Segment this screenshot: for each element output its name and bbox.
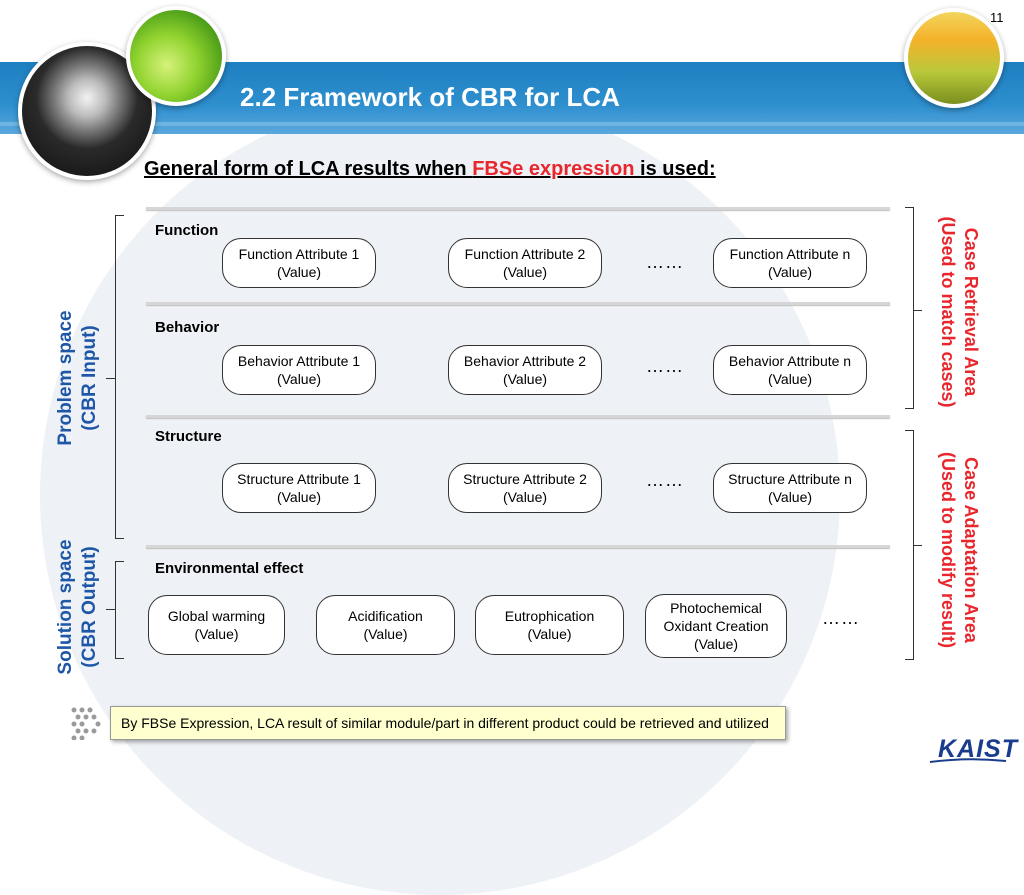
grass-image (904, 8, 1004, 108)
attribute-value: (Value) (276, 264, 322, 280)
retrieval-area-bracket (905, 207, 914, 409)
structure-ellipsis: …… (646, 470, 684, 490)
effect-value: (Value) (194, 626, 239, 642)
case-adaptation-area-label: Case Adaptation Area (Used to modify res… (934, 410, 982, 690)
effect-value: (Value) (693, 636, 739, 652)
environmental-ellipsis: …… (822, 608, 860, 628)
problem-space-line1: Problem space (55, 310, 76, 446)
effect-name-line1: Photochemical (670, 600, 762, 616)
acidification-result: Acidification (Value) (316, 595, 455, 655)
environmental-label: Environmental effect (155, 560, 304, 577)
subtitle-prefix: General form of LCA results when (144, 158, 473, 180)
retrieval-area-bracket-tick (913, 310, 922, 311)
attribute-name: Behavior Attribute 1 (237, 353, 361, 369)
background-circle (40, 95, 840, 895)
effect-value: (Value) (363, 626, 408, 642)
divider-top (146, 207, 890, 210)
subtitle-suffix: is used: (634, 158, 716, 180)
global-warming-result: Global warming (Value) (148, 595, 285, 655)
problem-space-bracket (115, 215, 124, 539)
solution-space-bracket-tick (106, 609, 115, 610)
solution-space-line2: (CBR Output) (79, 546, 100, 668)
retrieval-area-line2: (Used to match cases) (938, 216, 958, 408)
function-attribute-2: Function Attribute 2 (Value) (448, 238, 602, 288)
kaist-logo-swoosh (929, 758, 1007, 763)
subtitle-highlight: FBSe expression (472, 158, 635, 180)
attribute-name: Structure Attribute 1 (237, 471, 361, 487)
behavior-attribute-n: Behavior Attribute n (Value) (713, 345, 867, 395)
problem-space-line2: (CBR Input) (79, 325, 100, 431)
effect-name: Acidification (348, 608, 423, 624)
behavior-attribute-1: Behavior Attribute 1 (Value) (222, 345, 376, 395)
structure-label: Structure (155, 428, 222, 445)
behavior-label: Behavior (155, 319, 220, 336)
attribute-value: (Value) (276, 489, 322, 505)
page-number: 11 (990, 10, 1004, 25)
problem-space-label: Problem space (CBR Input) (54, 298, 106, 458)
divider-structure-environment (146, 545, 890, 548)
attribute-value: (Value) (502, 371, 548, 387)
attribute-name: Structure Attribute 2 (463, 471, 587, 487)
slide-title: 2.2 Framework of CBR for LCA (240, 82, 620, 112)
behavior-attribute-2: Behavior Attribute 2 (Value) (448, 345, 602, 395)
attribute-name: Behavior Attribute 2 (463, 353, 587, 369)
attribute-value: (Value) (767, 264, 813, 280)
function-attribute-n: Function Attribute n (Value) (713, 238, 867, 288)
attribute-name: Behavior Attribute n (728, 353, 852, 369)
function-attribute-1: Function Attribute 1 (Value) (222, 238, 376, 288)
adaptation-area-bracket-tick (913, 545, 922, 546)
effect-name: Eutrophication (504, 608, 595, 624)
behavior-ellipsis: …… (646, 356, 684, 376)
case-retrieval-area-label: Case Retrieval Area (Used to match cases… (934, 192, 982, 432)
attribute-name: Function Attribute 1 (238, 246, 360, 262)
adaptation-area-line1: Case Adaptation Area (961, 457, 981, 643)
leaf-image (126, 6, 226, 106)
summary-note: By FBSe Expression, LCA result of simila… (110, 706, 786, 740)
divider-function-behavior (146, 302, 890, 305)
attribute-name: Function Attribute 2 (464, 246, 586, 262)
attribute-value: (Value) (767, 489, 813, 505)
photochemical-oxidant-result: Photochemical Oxidant Creation (Value) (645, 594, 787, 658)
eutrophication-result: Eutrophication (Value) (475, 595, 624, 655)
structure-attribute-n: Structure Attribute n (Value) (713, 463, 867, 513)
problem-space-bracket-tick (106, 378, 115, 379)
attribute-name: Structure Attribute n (728, 471, 852, 487)
structure-attribute-2: Structure Attribute 2 (Value) (448, 463, 602, 513)
retrieval-area-line1: Case Retrieval Area (961, 227, 981, 397)
attribute-value: (Value) (502, 489, 548, 505)
attribute-value: (Value) (276, 371, 322, 387)
effect-value: (Value) (527, 626, 572, 642)
attribute-name: Function Attribute n (729, 246, 851, 262)
attribute-value: (Value) (767, 371, 813, 387)
solution-space-bracket (115, 561, 124, 659)
function-label: Function (155, 222, 219, 239)
decorative-dots-icon (71, 707, 101, 740)
solution-space-label: Solution space (CBR Output) (54, 527, 106, 687)
divider-behavior-structure (146, 415, 890, 418)
adaptation-area-line2: (Used to modify result) (938, 451, 958, 648)
attribute-value: (Value) (502, 264, 548, 280)
effect-name: Global warming (167, 608, 266, 624)
solution-space-line1: Solution space (55, 539, 76, 675)
slide-subtitle: General form of LCA results when FBSe ex… (144, 158, 716, 181)
structure-attribute-1: Structure Attribute 1 (Value) (222, 463, 376, 513)
effect-name-line2: Oxidant Creation (663, 618, 769, 634)
function-ellipsis: …… (646, 252, 684, 272)
